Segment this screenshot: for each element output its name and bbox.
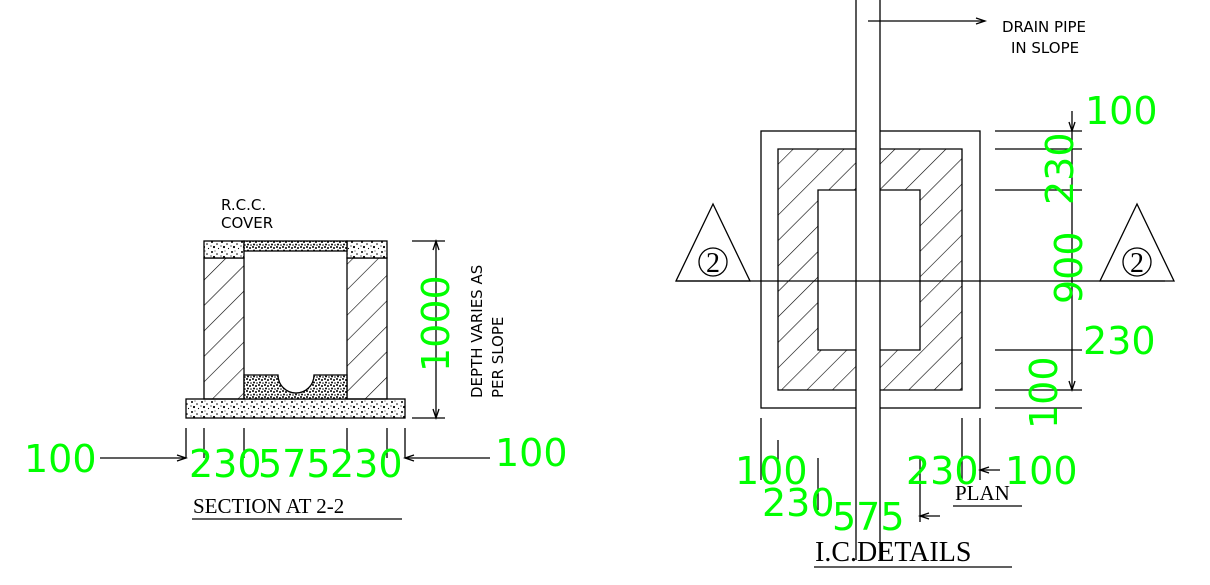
section-dim-opening: 575 (258, 442, 331, 486)
section-dim-depth: 1000 (414, 275, 458, 372)
section-left-wall (203, 257, 245, 400)
section-mark-right-number: 2 (1130, 248, 1144, 279)
section-mark-left-number: 2 (706, 248, 720, 279)
section-base-slab (185, 398, 406, 419)
plan-drawing (674, 0, 1176, 568)
section-cover-center (243, 240, 348, 252)
drain-pipe (856, 0, 880, 560)
section-right-wall (346, 257, 388, 400)
plan-dim-bottom-230: 230 (1083, 319, 1156, 363)
pipe-label-line2: IN SLOPE (1011, 39, 1079, 57)
plan-dim-right-100: 100 (1005, 449, 1078, 493)
section-marker-right (1098, 202, 1176, 282)
section-dim-wall-left: 230 (189, 442, 262, 486)
section-dim-right-100: 100 (495, 431, 568, 475)
plan-dim-left-100: 100 (735, 449, 808, 493)
plan-dim-575: 575 (832, 495, 905, 539)
plan-dim-900: 900 (1047, 231, 1091, 304)
plan-dim-left-230: 230 (762, 481, 835, 525)
plan-dim-bottom-100: 100 (1022, 356, 1066, 429)
section-drawing (100, 238, 490, 520)
section-marker-left (674, 202, 752, 282)
cover-label-line2: COVER (221, 214, 273, 232)
section-cover-right (346, 240, 388, 259)
plan-dim-top-230: 230 (1038, 132, 1082, 205)
section-title: SECTION AT 2-2 (193, 494, 344, 518)
section-benching (243, 374, 348, 400)
section-dim-wall-right: 230 (330, 442, 403, 486)
plan-title: PLAN (955, 481, 1010, 505)
depth-note-line2: PER SLOPE (489, 317, 507, 398)
section-cover-left (203, 240, 245, 259)
drawing-title: I.C.DETAILS (815, 537, 971, 568)
section-dim-left-100: 100 (24, 437, 97, 481)
depth-note-line1: DEPTH VARIES AS (468, 265, 486, 398)
pipe-label-line1: DRAIN PIPE (1002, 18, 1086, 36)
plan-walls (777, 148, 963, 391)
plan-dim-top-100: 100 (1085, 89, 1158, 133)
plan-dim-right-230: 230 (906, 449, 979, 493)
cover-label-line1: R.C.C. (221, 196, 266, 214)
